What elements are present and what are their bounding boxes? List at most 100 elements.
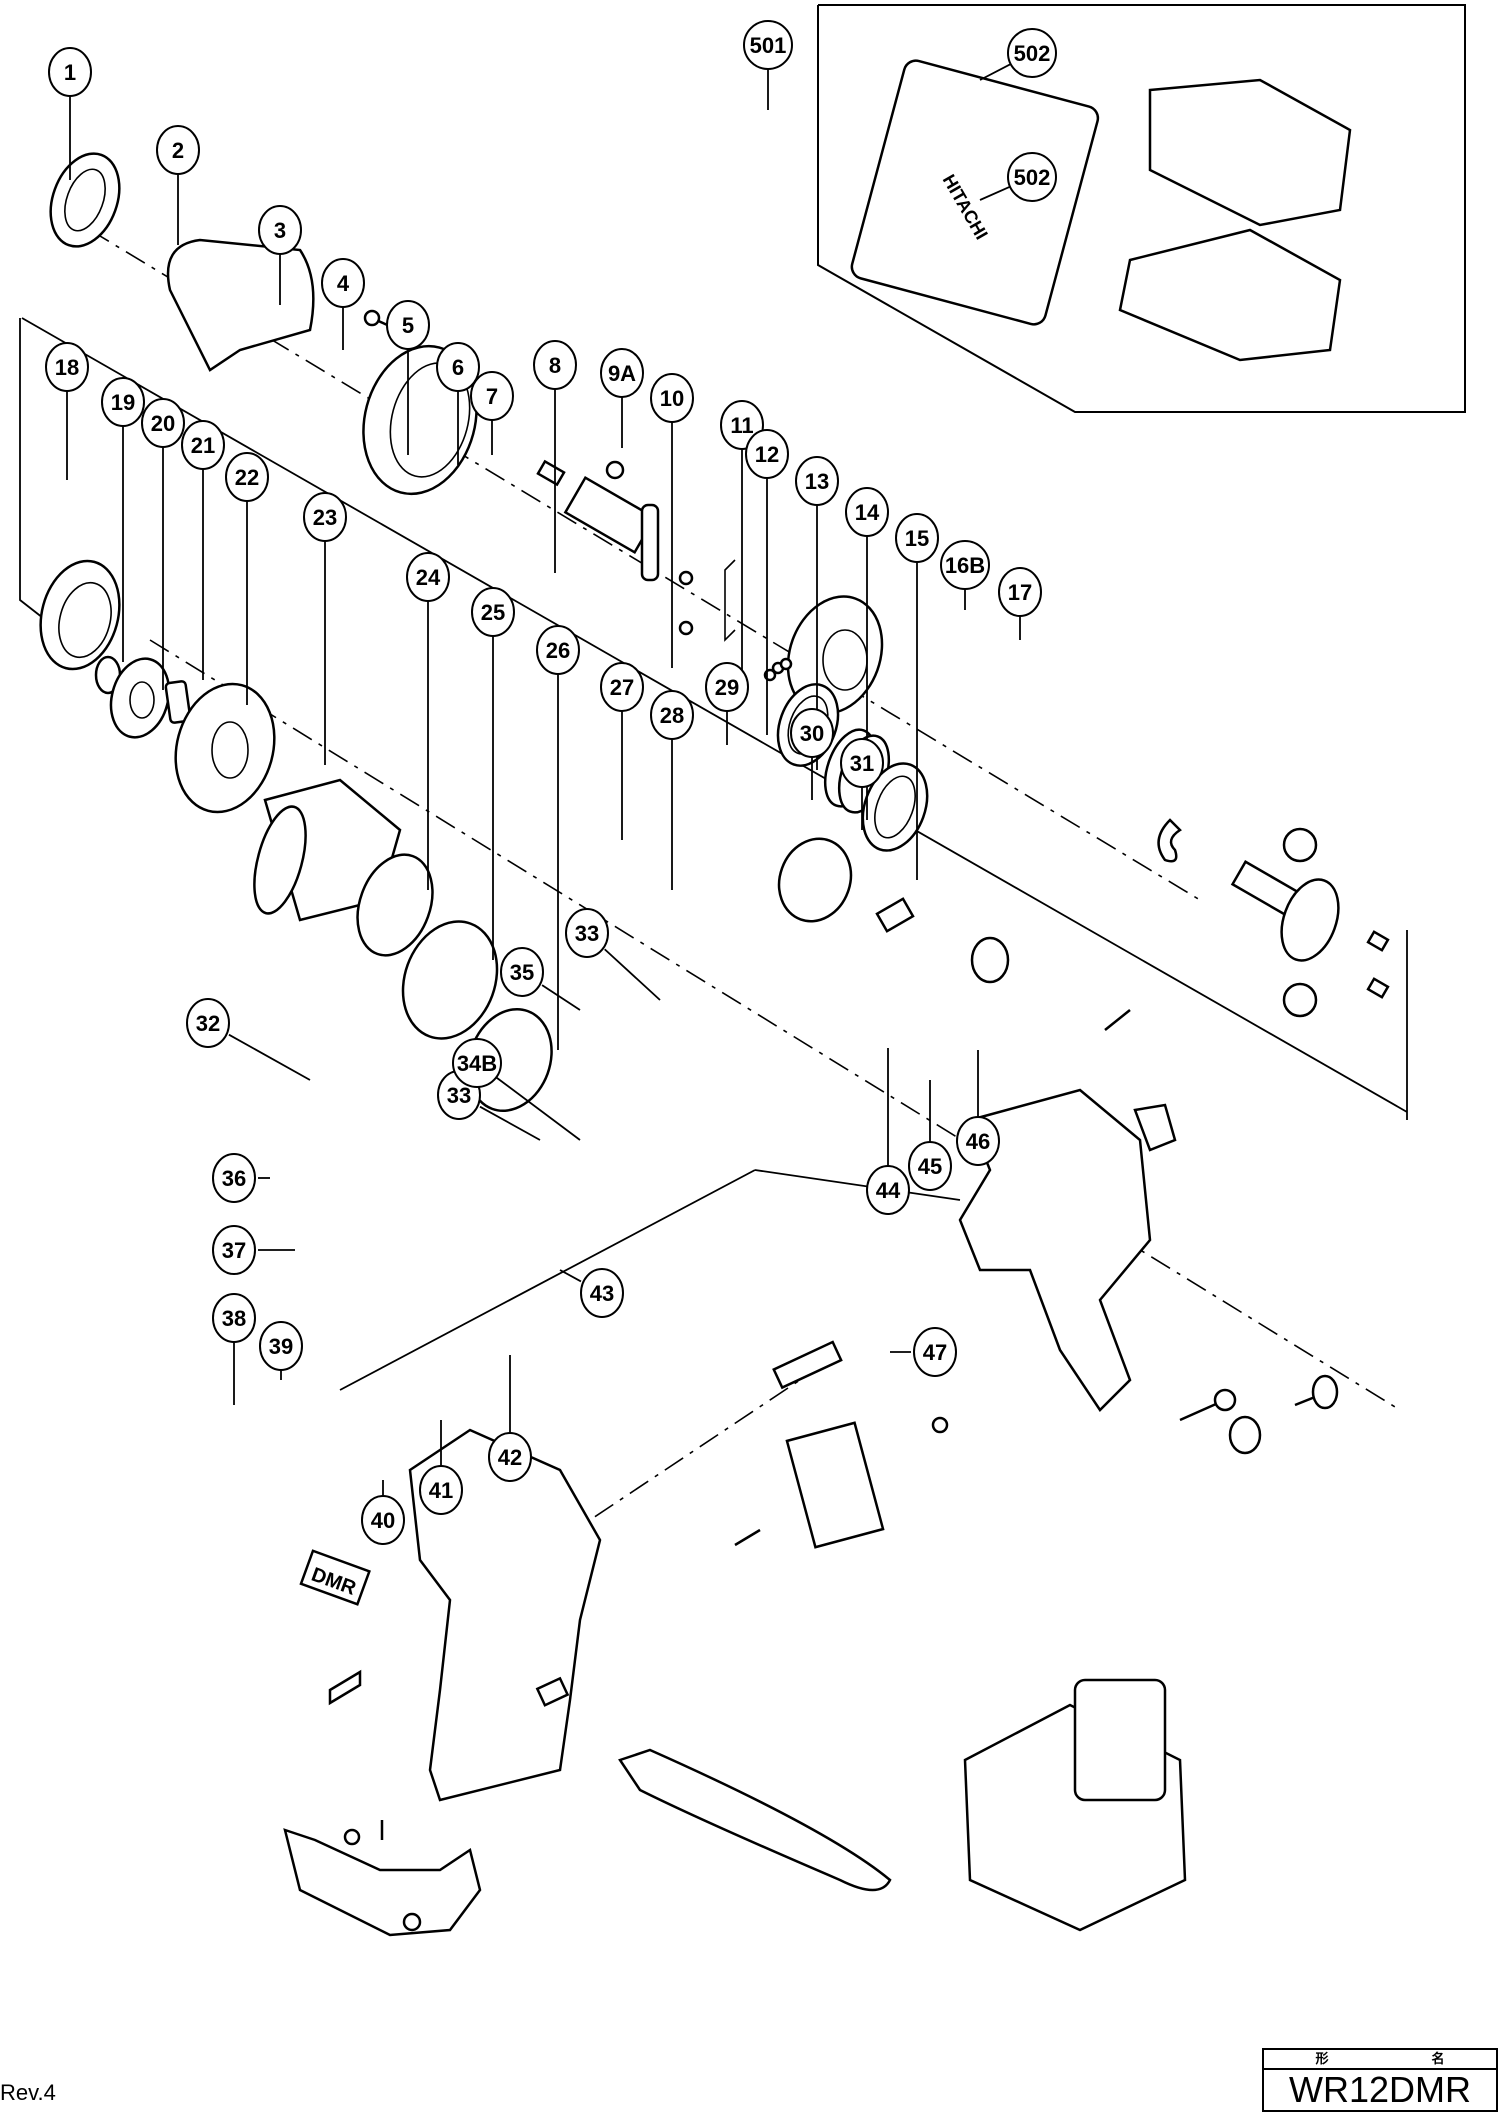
callout-bubble: [998, 567, 1042, 617]
model-header: 形 名: [1262, 2048, 1498, 2068]
callout-bubble: [321, 258, 365, 308]
part-6-shape: [605, 460, 625, 480]
part-29-shape: [970, 936, 1010, 984]
callout-bubble: [259, 1321, 303, 1371]
callout-bubble: [840, 738, 884, 788]
callout-41: 41: [419, 1420, 463, 1515]
callout-bubble: [580, 1268, 624, 1318]
callout-bubble: [386, 300, 430, 350]
callout-9A: 9A: [600, 348, 644, 448]
accessory-frame: [817, 4, 1466, 413]
callout-number: 502: [1014, 165, 1051, 190]
callout-bubble: [940, 540, 990, 590]
callout-number: 16B: [945, 553, 985, 578]
part-16b-shape: [1282, 827, 1318, 863]
assembly-frame-lines: [19, 317, 1408, 1391]
part-1-shape: [49, 152, 121, 248]
callout-bubble: [452, 1038, 502, 1088]
callout-number: 11: [730, 413, 753, 438]
callout-bubble: [565, 908, 609, 958]
callout-24: 24: [406, 552, 450, 890]
callout-number: 13: [805, 469, 829, 494]
callout-bubble: [650, 690, 694, 740]
callout-leader-line: [979, 185, 1011, 201]
callout-number: 38: [222, 1306, 246, 1331]
callout-7: 7: [470, 371, 514, 455]
callout-bubble: [895, 513, 939, 563]
callout-number: 43: [590, 1281, 614, 1306]
callout-40: 40: [361, 1480, 405, 1545]
callout-number: 21: [191, 433, 215, 458]
callout-bubble: [743, 20, 793, 70]
part-5-shape: [536, 459, 566, 487]
callout-502: 502: [979, 152, 1057, 202]
callout-number: 32: [196, 1011, 220, 1036]
callout-bubble: [212, 1293, 256, 1343]
part-22-shape: [174, 682, 276, 814]
callout-number: 30: [800, 721, 824, 746]
callout-number: 28: [660, 703, 684, 728]
callout-number: 29: [715, 675, 739, 700]
callout-38: 38: [212, 1293, 256, 1405]
callout-number: 26: [546, 638, 570, 663]
part-502b-charger: [1118, 228, 1342, 362]
callout-leader-line: [559, 1269, 582, 1283]
callout-number: 20: [151, 411, 175, 436]
revision-label: Rev.4: [0, 2080, 56, 2105]
callout-6: 6: [436, 342, 480, 465]
callout-number: 9A: [608, 361, 636, 386]
part-28-shape: [875, 897, 915, 933]
callout-3: 3: [258, 205, 302, 305]
lower-part-shapes: DMR: [283, 837, 1339, 1937]
callout-35: 35: [500, 947, 581, 1011]
callout-leader-line: [228, 1033, 311, 1081]
callout-leader-line: [979, 63, 1012, 81]
callout-bubble: [790, 708, 834, 758]
callout-34B: 34B: [452, 1038, 581, 1141]
callout-number: 39: [269, 1334, 293, 1359]
part-17-shape: [1366, 930, 1390, 952]
callout-number: 5: [402, 313, 414, 338]
part-31-shape: [1133, 1103, 1177, 1152]
part-20-shape: [109, 657, 171, 739]
callout-44: 44: [866, 1048, 910, 1215]
part-2-shape: [166, 238, 315, 372]
part-25-shape: [401, 920, 499, 1040]
callout-number: 18: [55, 355, 79, 380]
callout-bubble: [225, 452, 269, 502]
callout-23: 23: [303, 492, 347, 765]
callout-bubble: [141, 398, 185, 448]
callout-bubble: [795, 456, 839, 506]
callout-bubble: [956, 1116, 1000, 1166]
accessory-shapes: HITACHI: [850, 59, 1352, 362]
callout-bubble: [101, 377, 145, 427]
callout-20: 20: [141, 398, 185, 690]
part-32-shape: [408, 1428, 602, 1802]
callout-number: 501: [750, 33, 787, 58]
callout-31: 31: [840, 738, 884, 830]
callout-leader-line: [479, 1105, 541, 1141]
callout-17: 17: [998, 567, 1042, 640]
part-34b-shape: [785, 1421, 885, 1549]
model-header-label-1: 形: [1315, 2051, 1329, 2066]
callout-number: 17: [1008, 580, 1032, 605]
callout-number: 23: [313, 505, 337, 530]
callout-number: 46: [966, 1129, 990, 1154]
callout-bubble: [212, 1225, 256, 1275]
part-38-shape: [283, 1828, 482, 1937]
callout-bubble: [436, 342, 480, 392]
callout-number: 25: [481, 600, 505, 625]
callout-number: 6: [452, 355, 464, 380]
callout-2: 2: [156, 125, 200, 245]
callout-bubble: [212, 1153, 256, 1203]
callout-number: 15: [905, 526, 929, 551]
callout-number: 41: [429, 1478, 453, 1503]
callout-number: 45: [918, 1154, 942, 1179]
callout-number: 36: [222, 1166, 246, 1191]
part-30-shape: [1104, 1009, 1131, 1031]
callout-number: 10: [660, 386, 684, 411]
callout-18: 18: [45, 342, 89, 480]
part-24-shape: [356, 853, 434, 957]
callout-number: 8: [549, 353, 561, 378]
